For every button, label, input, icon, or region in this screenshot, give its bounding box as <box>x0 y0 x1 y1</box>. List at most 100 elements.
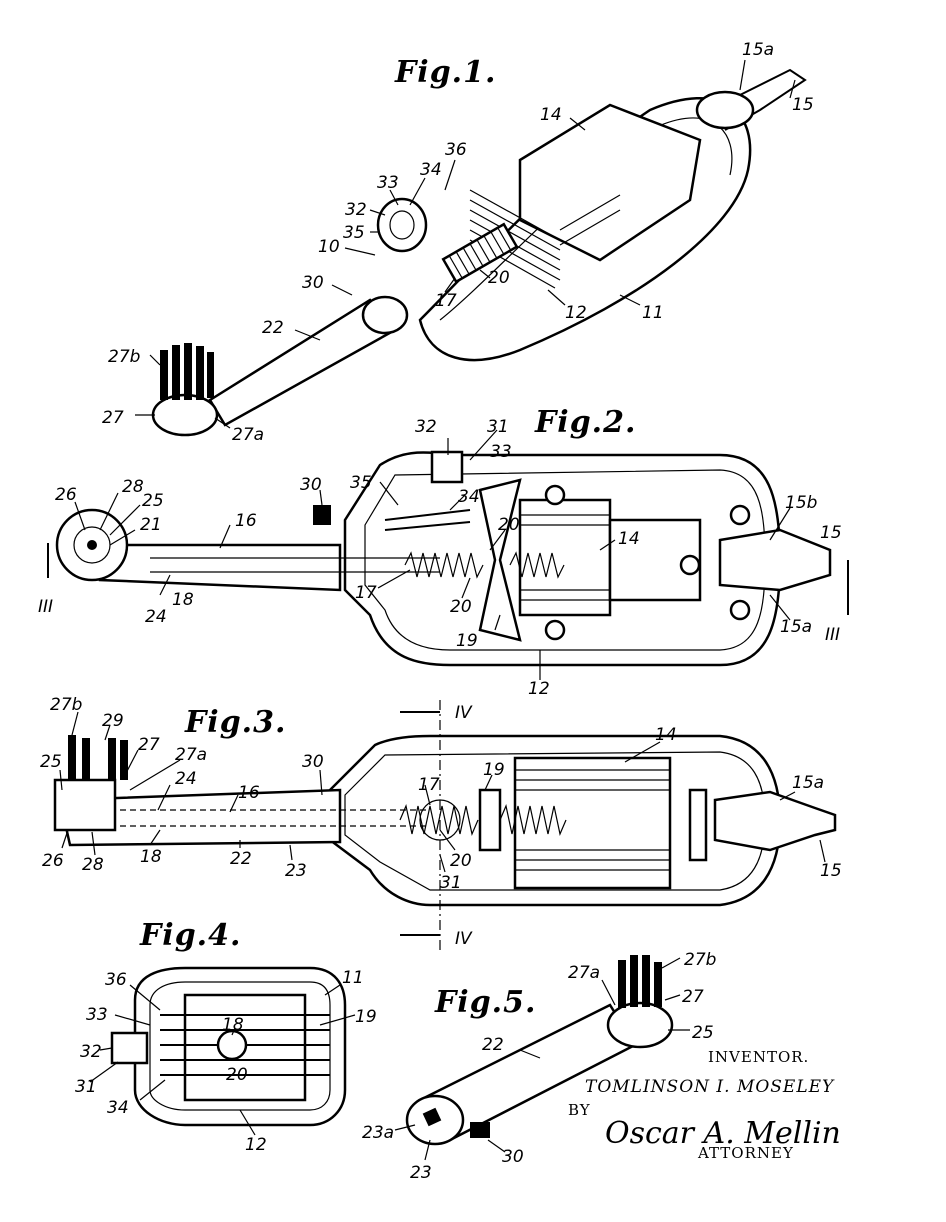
inventor-name: TOMLINSON I. MOSELEY <box>585 1077 835 1097</box>
svg-text:16: 16 <box>238 783 260 803</box>
svg-text:22: 22 <box>482 1035 504 1055</box>
svg-text:31: 31 <box>75 1077 97 1097</box>
svg-text:26: 26 <box>42 851 64 871</box>
figure-5: Fig.5. 27a 27b 27 25 22 23a 23 30 <box>362 950 716 1183</box>
svg-text:11: 11 <box>342 968 364 988</box>
svg-text:17: 17 <box>435 291 457 311</box>
fig2-armature <box>478 478 522 642</box>
svg-text:11: 11 <box>642 303 664 323</box>
svg-text:20: 20 <box>450 851 472 871</box>
svg-text:IV: IV <box>455 703 473 723</box>
svg-text:30: 30 <box>502 1147 524 1167</box>
figure-1-title: Fig.1. <box>394 55 496 90</box>
svg-text:24: 24 <box>175 769 197 789</box>
fig3-reference-labels: 27b 29 27 27a 25 24 16 30 IV 17 19 14 15… <box>40 695 842 949</box>
fig1-spring <box>441 222 519 284</box>
svg-text:27a: 27a <box>175 745 207 765</box>
svg-text:32: 32 <box>415 417 437 437</box>
svg-text:15b: 15b <box>785 493 817 513</box>
svg-text:III: III <box>825 625 840 645</box>
svg-text:19: 19 <box>355 1007 377 1027</box>
svg-text:34: 34 <box>458 487 480 507</box>
svg-text:27b: 27b <box>50 695 82 715</box>
svg-text:27a: 27a <box>232 425 264 445</box>
svg-text:25: 25 <box>692 1023 714 1043</box>
fig2-motor-coil <box>518 498 612 617</box>
fig2-button <box>313 505 331 525</box>
svg-text:22: 22 <box>230 849 252 869</box>
fig1-switch-knob <box>376 197 428 253</box>
svg-text:20: 20 <box>226 1065 248 1085</box>
svg-text:12: 12 <box>528 679 550 699</box>
svg-text:IV: IV <box>455 929 473 949</box>
figure-3-title: Fig.3. <box>184 705 286 740</box>
svg-text:35: 35 <box>343 223 365 243</box>
svg-text:25: 25 <box>40 752 62 772</box>
fig2-leaders <box>74 429 791 680</box>
svg-text:32: 32 <box>80 1042 102 1062</box>
svg-text:29: 29 <box>102 711 124 731</box>
fig5-brush-head <box>606 1001 674 1049</box>
fig3-cord-bushing <box>713 790 837 852</box>
fig5-reference-labels: 27a 27b 27 25 22 23a 23 30 <box>362 950 716 1183</box>
svg-text:27: 27 <box>682 987 704 1007</box>
svg-text:36: 36 <box>445 140 467 160</box>
figure-2: Fig.2. <box>38 405 849 699</box>
svg-text:14: 14 <box>655 725 677 745</box>
svg-text:31: 31 <box>440 873 462 893</box>
inventor-heading: INVENTOR. <box>708 1048 809 1066</box>
fig3-head <box>53 778 117 832</box>
svg-text:18: 18 <box>140 847 162 867</box>
fig1-leaders <box>135 59 796 429</box>
svg-text:34: 34 <box>420 160 442 180</box>
fig1-cord-bushing <box>695 90 755 130</box>
attorney-signature: Oscar A. Mellin <box>605 1116 841 1151</box>
svg-text:35: 35 <box>350 473 372 493</box>
svg-text:14: 14 <box>540 105 562 125</box>
figure-5-title: Fig.5. <box>434 985 536 1020</box>
svg-text:19: 19 <box>483 760 505 780</box>
fig2-cord-bushing <box>718 528 832 592</box>
svg-text:18: 18 <box>172 590 194 610</box>
fig1-reference-labels: 15a 15 14 36 33 34 32 35 10 30 20 17 12 … <box>102 40 814 445</box>
svg-text:22: 22 <box>262 318 284 338</box>
svg-text:23: 23 <box>410 1163 432 1183</box>
svg-text:17: 17 <box>418 775 440 795</box>
fig4-reference-labels: 36 11 33 18 19 32 20 31 34 12 <box>75 968 377 1155</box>
svg-text:27a: 27a <box>568 963 600 983</box>
fig1-collar <box>361 295 409 335</box>
figure-1: Fig.1. <box>102 40 814 445</box>
figure-3: Fig.3. <box>40 695 842 950</box>
svg-text:27b: 27b <box>684 950 716 970</box>
fig4-shaft-center <box>216 1029 248 1061</box>
svg-text:30: 30 <box>300 475 322 495</box>
svg-text:15: 15 <box>820 861 842 881</box>
svg-text:15: 15 <box>820 523 842 543</box>
svg-text:III: III <box>38 597 53 617</box>
svg-text:15a: 15a <box>780 617 812 637</box>
svg-text:15: 15 <box>792 95 814 115</box>
figure-2-title: Fig.2. <box>534 405 636 440</box>
svg-text:12: 12 <box>565 303 587 323</box>
svg-text:32: 32 <box>345 200 367 220</box>
fig2-shaft-tube <box>98 543 342 592</box>
svg-text:27b: 27b <box>108 347 140 367</box>
svg-text:30: 30 <box>302 752 324 772</box>
svg-text:12: 12 <box>245 1135 267 1155</box>
svg-text:23a: 23a <box>362 1123 394 1143</box>
svg-text:20: 20 <box>450 597 472 617</box>
svg-text:28: 28 <box>82 855 104 875</box>
svg-text:30: 30 <box>302 273 324 293</box>
fig4-switch-knob <box>110 1031 149 1065</box>
svg-text:28: 28 <box>122 477 144 497</box>
svg-text:20: 20 <box>488 268 510 288</box>
fig2-switch <box>430 450 464 484</box>
fig3-spring <box>399 804 567 836</box>
figure-4: Fig.4. 36 11 33 18 19 32 20 31 34 <box>75 918 377 1155</box>
svg-text:19: 19 <box>456 631 478 651</box>
fig5-button <box>470 1122 490 1138</box>
svg-text:18: 18 <box>222 1015 244 1035</box>
fig2-screws <box>544 484 751 641</box>
fig4-leaders <box>89 984 356 1136</box>
